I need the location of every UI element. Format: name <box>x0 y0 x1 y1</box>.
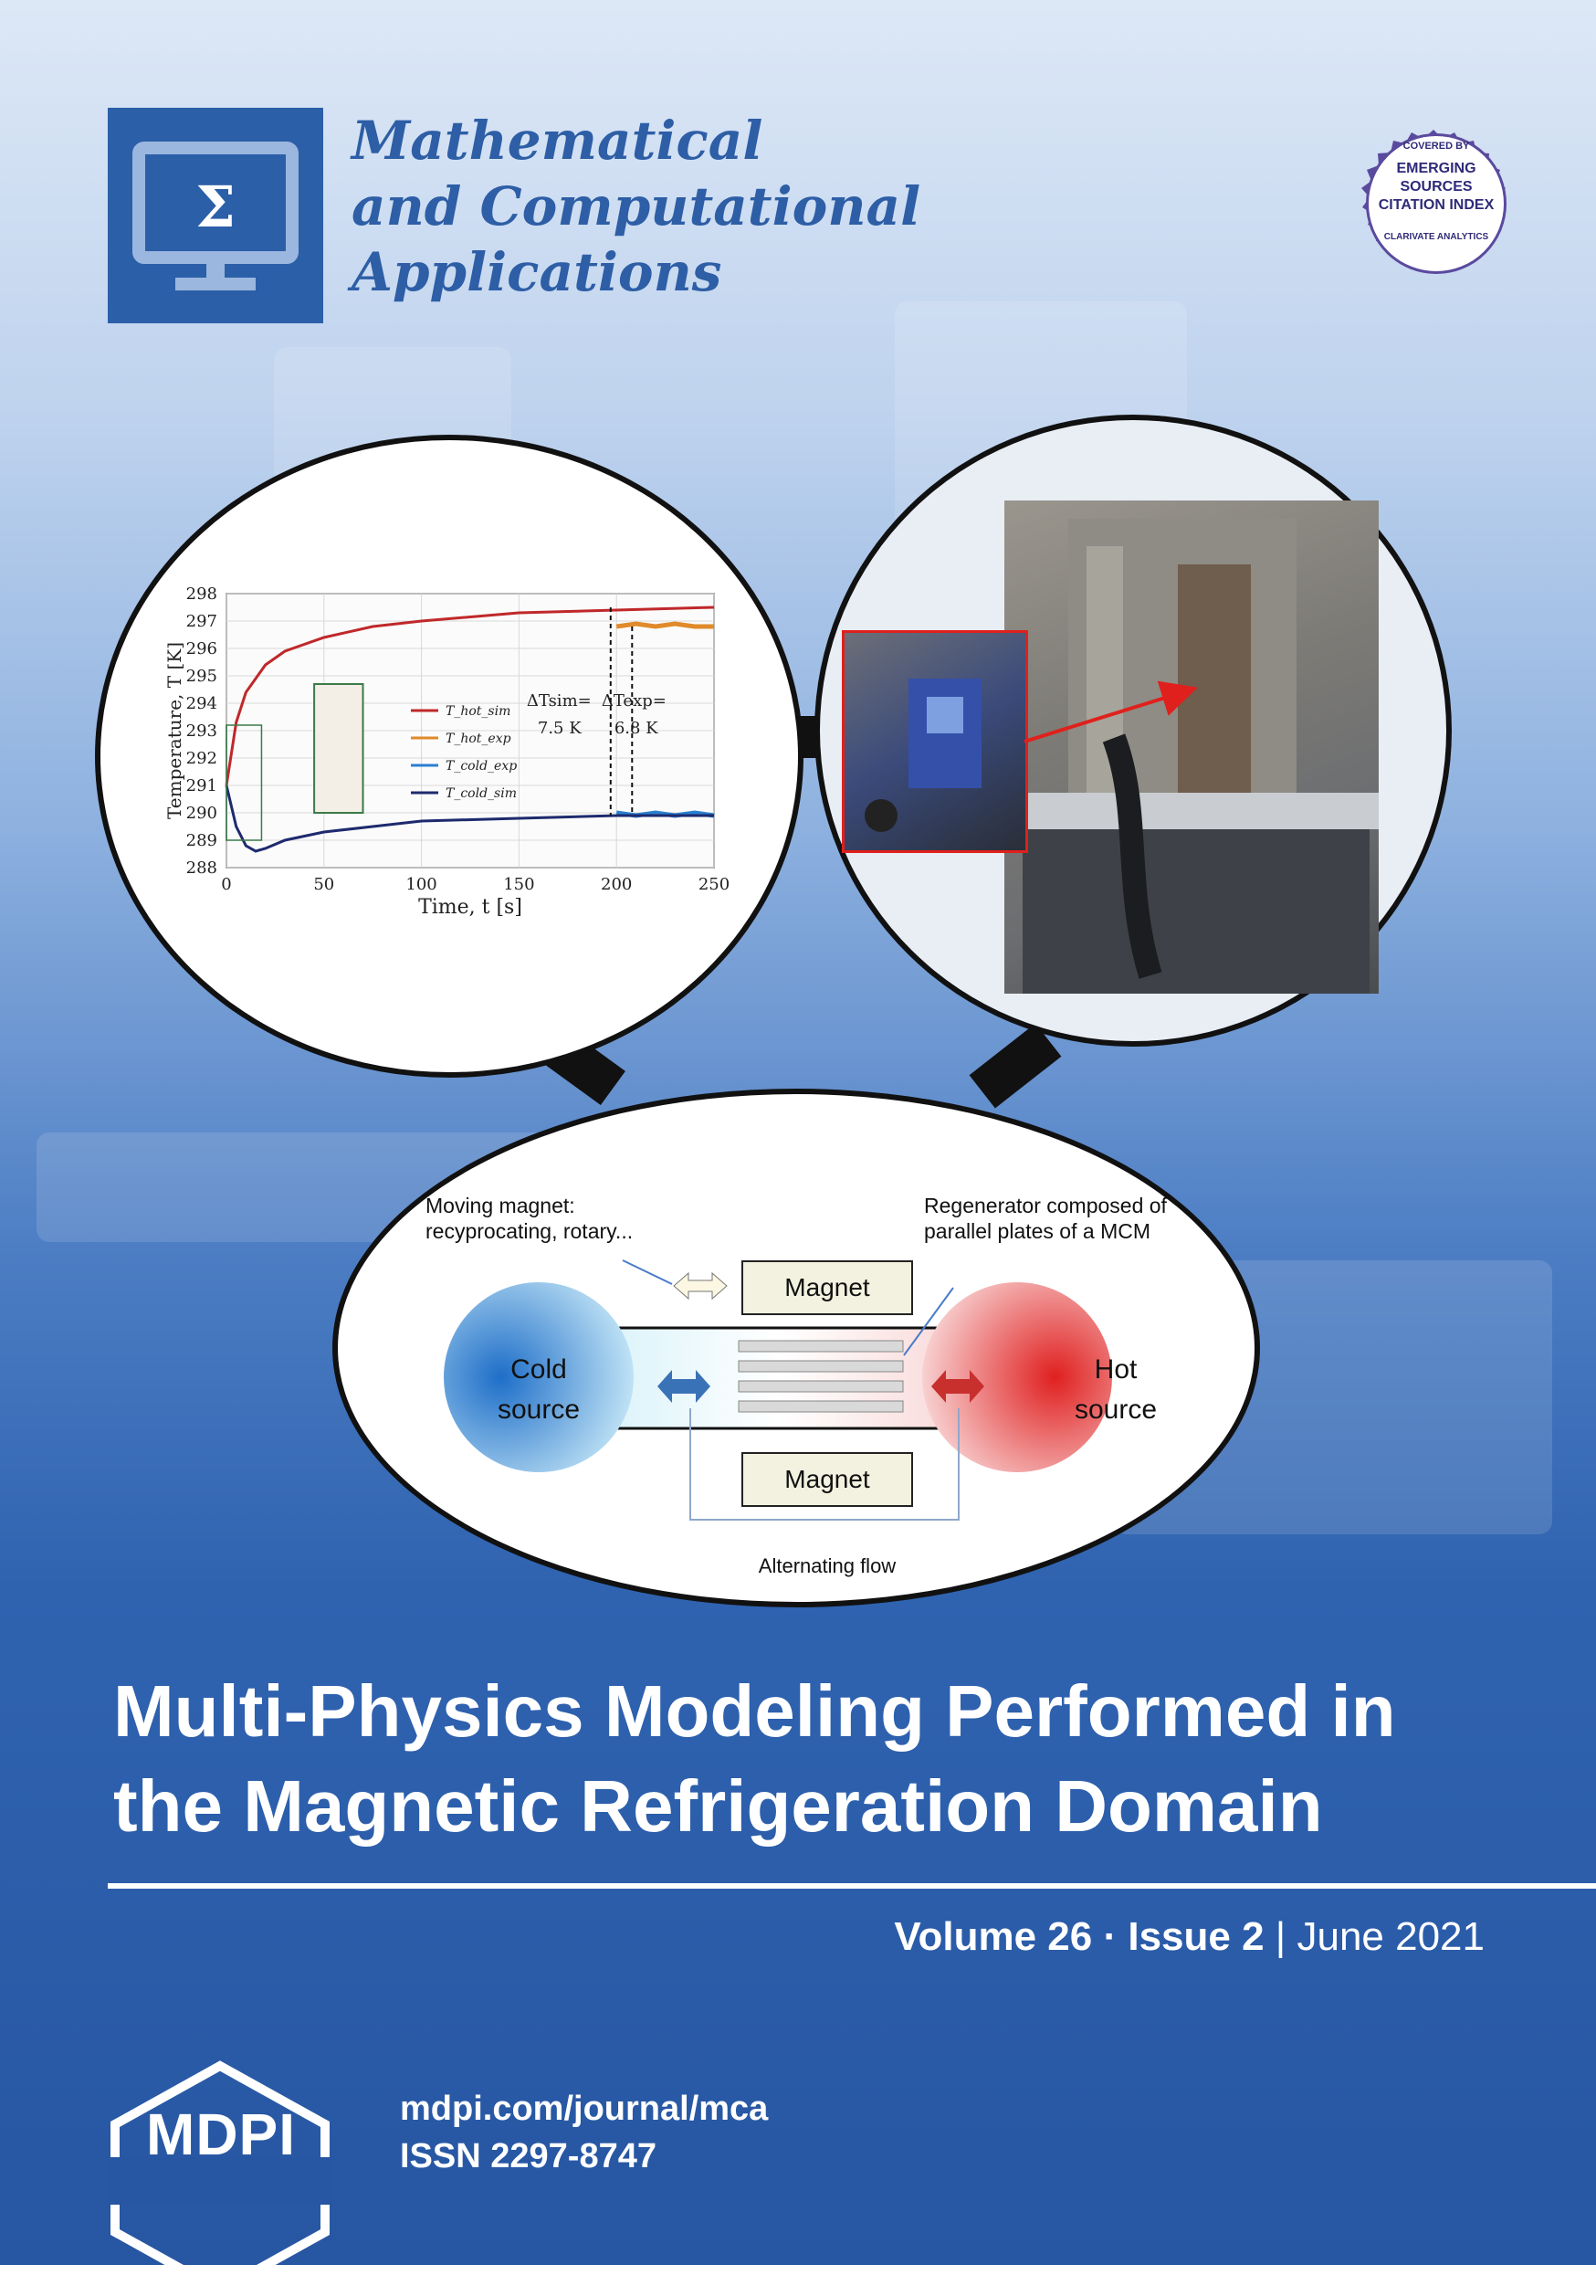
issue-label: Issue 2 <box>1128 1914 1265 1959</box>
y-tick-label: 298 <box>186 585 217 604</box>
delta-t-label: ΔTsim= <box>527 691 592 711</box>
badge-line: SOURCES <box>1400 179 1473 195</box>
x-tick-label: 250 <box>698 875 730 894</box>
logo-sigma: Σ <box>195 174 236 240</box>
article-title-line: Multi-Physics Modeling Performed in <box>113 1670 1396 1752</box>
inset-illustration <box>865 679 982 832</box>
delta-t-value: 7.5 K <box>538 719 582 738</box>
red-arrow-icon <box>1024 680 1198 743</box>
y-axis-label: Temperature, T [K] <box>163 642 185 819</box>
flow-arrow-icon <box>931 1370 984 1403</box>
refrigeration-schematic <box>444 1259 1112 1521</box>
issue-bar: | <box>1275 1914 1286 1959</box>
diagram-line: Moving magnet: <box>425 1194 575 1217</box>
mdpi-logo-text: MDPI <box>146 2101 296 2167</box>
legend-label: T_hot_exp <box>446 732 511 746</box>
issue-date: June 2021 <box>1297 1914 1485 1959</box>
diagram-line: Regenerator composed of <box>924 1194 1167 1217</box>
legend-label: T_hot_sim <box>446 704 510 719</box>
flow-arrow-icon <box>657 1370 710 1403</box>
photo-inset <box>842 630 1028 853</box>
diagram-line: Cold <box>510 1354 567 1385</box>
x-tick-label: 100 <box>405 875 436 894</box>
x-tick-label: 0 <box>221 875 231 894</box>
cold-source <box>444 1282 634 1472</box>
x-axis-label: Time, t [s] <box>418 896 522 919</box>
issue-separator: · <box>1103 1914 1118 1959</box>
article-title-line: the Magnetic Refrigeration Domain <box>113 1765 1323 1847</box>
x-tick-label: 150 <box>503 875 534 894</box>
issue-info: Volume 26 · Issue 2 | June 2021 <box>894 1914 1485 1960</box>
journal-url[interactable]: mdpi.com/journal/mca <box>400 2090 769 2128</box>
magnet-top: Magnet <box>741 1260 913 1315</box>
delta-t-label: ΔTexp= <box>602 691 667 711</box>
series-line <box>225 606 715 786</box>
volume-label: Volume 26 <box>894 1914 1093 1959</box>
y-tick-label: 294 <box>186 694 217 713</box>
monitor-sigma-icon: Σ <box>132 142 299 290</box>
mdpi-logo-icon <box>106 2060 334 2296</box>
issn-text: ISSN 2297-8747 <box>400 2137 656 2175</box>
journal-title-line: and Computational <box>352 175 921 237</box>
chart-circle: 288 289 290 291 292 293 294 295 296 297 298 0 50 100 1… <box>95 435 803 1078</box>
article-title: Multi-Physics Modeling Performed in the … <box>113 1664 1538 1854</box>
diagram-line: recyprocating, rotary... <box>425 1219 634 1243</box>
y-tick-label: 292 <box>186 749 217 768</box>
legend-label: T_cold_exp <box>446 759 517 774</box>
magnet-bottom: Magnet <box>741 1452 913 1507</box>
series-line <box>225 785 714 853</box>
diagram-line: parallel plates of a MCM <box>924 1219 1150 1243</box>
journal-title: Mathematical and Computational Applicati… <box>352 108 920 305</box>
regenerator-label: Regenerator composed of parallel plates … <box>924 1193 1167 1244</box>
y-tick-label: 295 <box>186 667 217 686</box>
hot-source <box>922 1282 1112 1472</box>
x-tick-label: 200 <box>601 875 632 894</box>
badge-line: EMERGING <box>1396 161 1476 176</box>
legend-label: T_cold_sim <box>446 786 517 801</box>
badge-line: CITATION INDEX <box>1378 197 1495 213</box>
hot-source-label: Hot source <box>1052 1350 1180 1430</box>
alternating-flow-label: Alternating flow <box>758 1554 897 1577</box>
badge-top-text: COVERED BY <box>1402 141 1470 152</box>
diagram-line: source <box>1074 1395 1158 1425</box>
y-tick-label: 296 <box>186 639 217 658</box>
journal-title-line: Mathematical <box>352 110 763 172</box>
y-tick-label: 289 <box>186 831 217 850</box>
title-divider <box>108 1883 1596 1889</box>
y-tick-label: 297 <box>186 612 217 631</box>
journal-logo: Σ <box>108 108 323 323</box>
journal-title-line: Applications <box>352 241 722 303</box>
badge-bottom-text: CLARIVATE ANALYTICS <box>1383 232 1489 242</box>
diagram-line: Hot <box>1094 1354 1138 1385</box>
y-tick-label: 288 <box>186 858 217 878</box>
y-tick-label: 290 <box>186 804 217 823</box>
series-line <box>615 621 714 629</box>
zoom-inset <box>313 683 364 814</box>
diagram-line: source <box>497 1395 581 1425</box>
temperature-chart: 288 289 290 291 292 293 294 295 296 297 298 0 50 100 1… <box>163 585 730 919</box>
magnet-motion-arrow-icon <box>673 1271 728 1301</box>
moving-magnet-label: Moving magnet: recyprocating, rotary... <box>425 1193 633 1244</box>
experimental-setup-photo <box>1004 500 1379 994</box>
zoom-region <box>226 724 263 841</box>
cold-source-label: Cold source <box>475 1350 603 1430</box>
x-tick-label: 50 <box>313 875 334 894</box>
esci-seal-face <box>1366 133 1507 274</box>
y-tick-label: 293 <box>186 721 217 741</box>
delta-t-value: 6.8 K <box>614 719 658 738</box>
y-tick-label: 291 <box>186 776 217 795</box>
